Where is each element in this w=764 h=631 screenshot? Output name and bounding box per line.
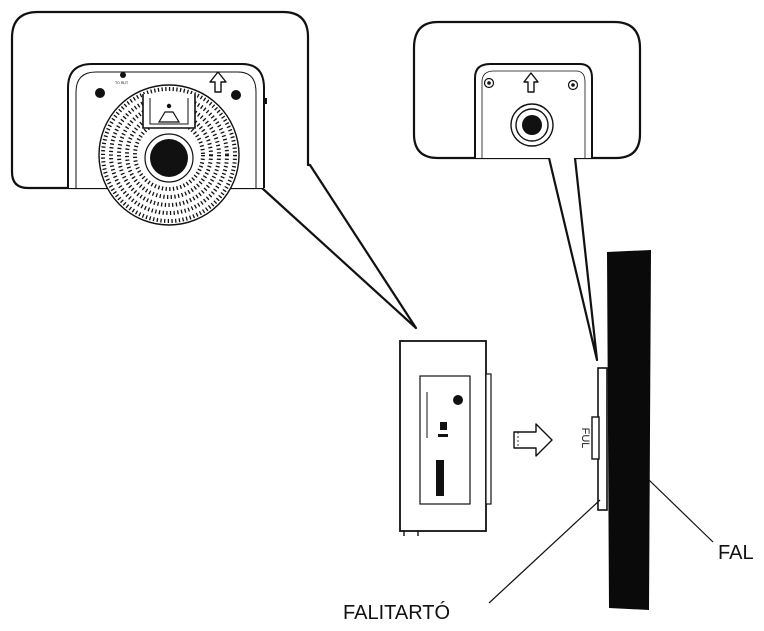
device-side-view <box>399 340 492 536</box>
up-arrow-icon <box>523 72 539 93</box>
wall-bracket-side: FUL <box>579 367 608 511</box>
bracket-leader-line <box>488 499 601 604</box>
wall <box>607 250 651 610</box>
mounting-hole <box>95 88 105 98</box>
wall-bracket-label: FALITARTÓ <box>343 601 450 624</box>
right-arrow-icon <box>513 423 553 457</box>
top-mark-label: ᵀᴼ ᴿᴸᴵᵀ <box>115 81 129 87</box>
speaker-grille <box>98 84 240 226</box>
wall-label: FAL <box>718 542 754 564</box>
up-arrow-icon <box>209 71 227 93</box>
device-back-callout: ᵀᴼ ᴿᴸᴵᵀ <box>10 10 418 330</box>
mounting-hole <box>231 90 241 100</box>
side-mark: FUL <box>579 428 591 449</box>
wall-leader-line <box>648 479 714 543</box>
wall-bracket-callout <box>412 20 642 362</box>
